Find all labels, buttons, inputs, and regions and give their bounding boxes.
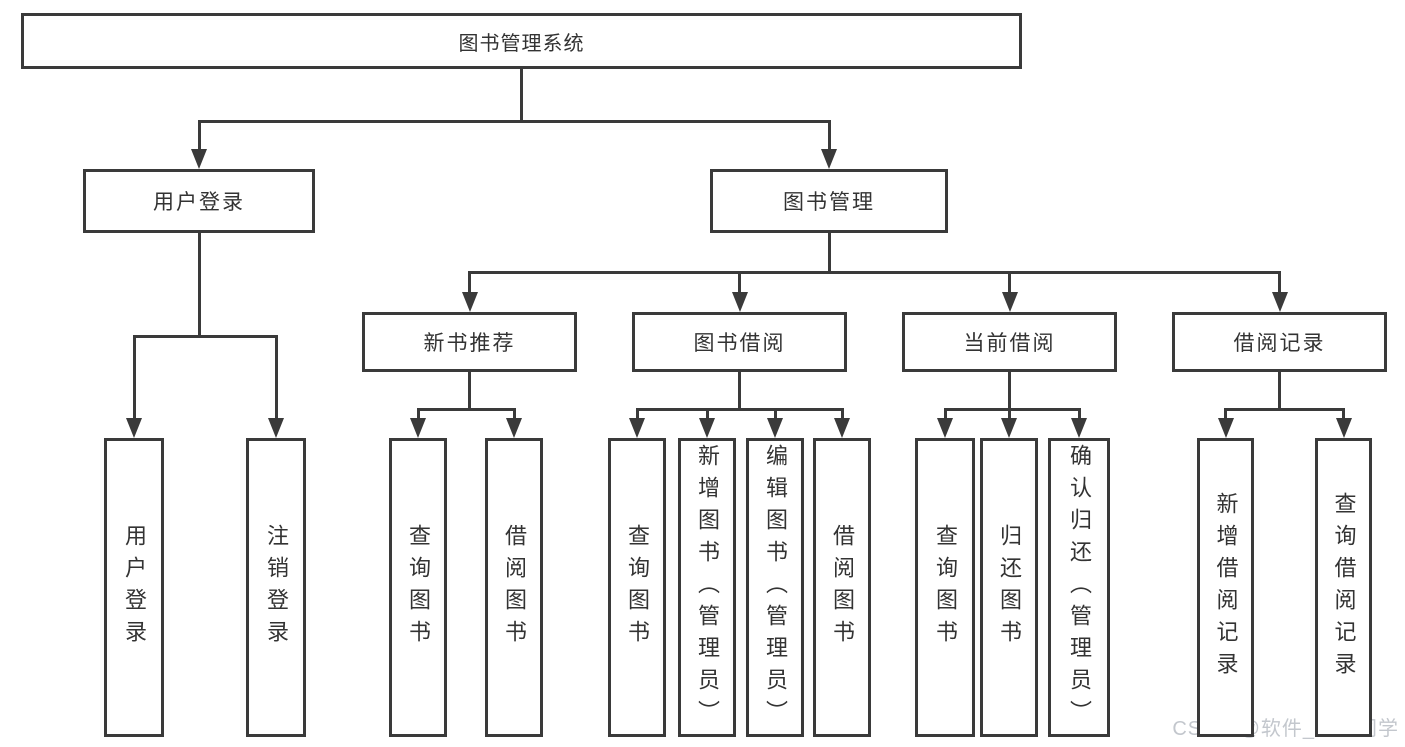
arrow-down-icon <box>1071 418 1087 438</box>
arrow-down-icon <box>1001 418 1017 438</box>
node-label: 当前借阅 <box>963 332 1056 355</box>
node-label: 查询图书 <box>933 523 958 652</box>
node-borrowing-edit-book-admin: 编辑图书（管理员） <box>746 438 804 737</box>
connector-arrow-shaft <box>773 408 777 420</box>
node-label: 借阅图书 <box>830 523 855 652</box>
node-label: 查询图书 <box>406 523 431 652</box>
arrow-down-icon <box>834 418 850 438</box>
connector-stub <box>520 69 523 123</box>
connector-rail <box>468 271 1281 274</box>
node-borrowing-records: 借阅记录 <box>1172 312 1387 372</box>
node-label: 编辑图书（管理员） <box>763 443 788 732</box>
arrow-down-icon <box>731 292 748 312</box>
arrow-down-icon <box>821 149 837 169</box>
connector-arrow-shaft <box>1342 408 1345 420</box>
connector-arrow-shaft <box>635 408 639 420</box>
node-library-management-system: 图书管理系统 <box>21 13 1022 69</box>
arrow-down-icon <box>699 418 715 438</box>
node-label: 借阅图书 <box>502 523 527 652</box>
arrow-down-icon <box>268 418 284 438</box>
node-user-login-action: 用户登录 <box>104 438 164 737</box>
node-book-management: 图书管理 <box>710 169 948 233</box>
node-label: 图书借阅 <box>693 332 786 355</box>
arrow-down-icon <box>461 292 478 312</box>
connector-arrow-shaft <box>1278 271 1281 294</box>
arrow-down-icon <box>191 149 207 169</box>
connector-arrow-shaft <box>827 120 831 151</box>
node-user-login: 用户登录 <box>83 169 315 233</box>
node-label: 注销登录 <box>264 523 289 652</box>
connector-arrow-shaft <box>1077 408 1081 420</box>
connector-arrow-shaft <box>840 408 844 420</box>
connector-arrow-shaft <box>1007 408 1011 420</box>
node-label: 图书管理系统 <box>458 32 585 55</box>
node-label: 归还图书 <box>997 523 1022 652</box>
node-logout-action: 注销登录 <box>246 438 306 737</box>
node-label: 确认归还（管理员） <box>1067 443 1092 732</box>
node-current-return-books: 归还图书 <box>980 438 1038 737</box>
connector-rail <box>635 408 844 411</box>
node-current-borrowing: 当前借阅 <box>902 312 1117 372</box>
arrow-down-icon <box>1001 292 1018 312</box>
node-current-confirm-return-admin: 确认归还（管理员） <box>1048 438 1110 737</box>
connector-stub <box>1278 372 1281 411</box>
node-label: 查询图书 <box>625 523 650 652</box>
node-recommend-borrow-books: 借阅图书 <box>485 438 543 737</box>
connector-arrow-shaft <box>1008 271 1011 294</box>
connector-arrow-shaft <box>1224 408 1227 420</box>
connector-arrow-shaft <box>943 408 947 420</box>
connector-arrow-shaft <box>468 271 471 294</box>
connector-stub <box>1008 372 1011 411</box>
arrow-down-icon <box>1271 292 1288 312</box>
connector-arrow-shaft <box>512 408 516 420</box>
node-book-borrowing: 图书借阅 <box>632 312 847 372</box>
node-label: 用户登录 <box>153 191 245 214</box>
node-label: 新增借阅记录 <box>1213 491 1239 684</box>
node-label: 新增图书（管理员） <box>695 443 720 732</box>
node-records-add-borrow-record: 新增借阅记录 <box>1197 438 1254 737</box>
connector-rail <box>416 408 516 411</box>
arrow-down-icon <box>937 418 953 438</box>
connector-arrow-shaft <box>132 335 136 420</box>
connector-arrow-shaft <box>705 408 709 420</box>
node-label: 新书推荐 <box>423 332 516 355</box>
arrow-down-icon <box>506 418 522 438</box>
arrow-down-icon <box>126 418 142 438</box>
connector-stub <box>738 372 741 411</box>
connector-stub <box>197 233 201 338</box>
node-label: 查询借阅记录 <box>1331 491 1357 684</box>
node-borrowing-query-books: 查询图书 <box>608 438 666 737</box>
arrow-down-icon <box>410 418 426 438</box>
connector-rail <box>943 408 1081 411</box>
node-current-query-books: 查询图书 <box>915 438 975 737</box>
arrow-down-icon <box>1335 418 1352 438</box>
arrow-down-icon <box>767 418 783 438</box>
connector-rail <box>132 335 278 338</box>
node-borrowing-add-book-admin: 新增图书（管理员） <box>678 438 736 737</box>
node-recommend-query-books: 查询图书 <box>389 438 447 737</box>
connector-arrow-shaft <box>274 335 278 420</box>
node-new-book-recommendation: 新书推荐 <box>362 312 577 372</box>
connector-rail <box>197 120 831 123</box>
connector-arrow-shaft <box>416 408 420 420</box>
connector-stub <box>827 233 831 274</box>
node-label: 借阅记录 <box>1233 332 1326 355</box>
arrow-down-icon <box>1217 418 1234 438</box>
connector-rail <box>1224 408 1345 411</box>
connector-arrow-shaft <box>738 271 741 294</box>
connector-arrow-shaft <box>197 120 201 151</box>
arrow-down-icon <box>629 418 645 438</box>
node-records-query-borrow-record: 查询借阅记录 <box>1315 438 1372 737</box>
node-label: 用户登录 <box>122 523 147 652</box>
node-borrowing-borrow-books: 借阅图书 <box>813 438 871 737</box>
node-label: 图书管理 <box>783 191 875 214</box>
connector-stub <box>468 372 471 411</box>
